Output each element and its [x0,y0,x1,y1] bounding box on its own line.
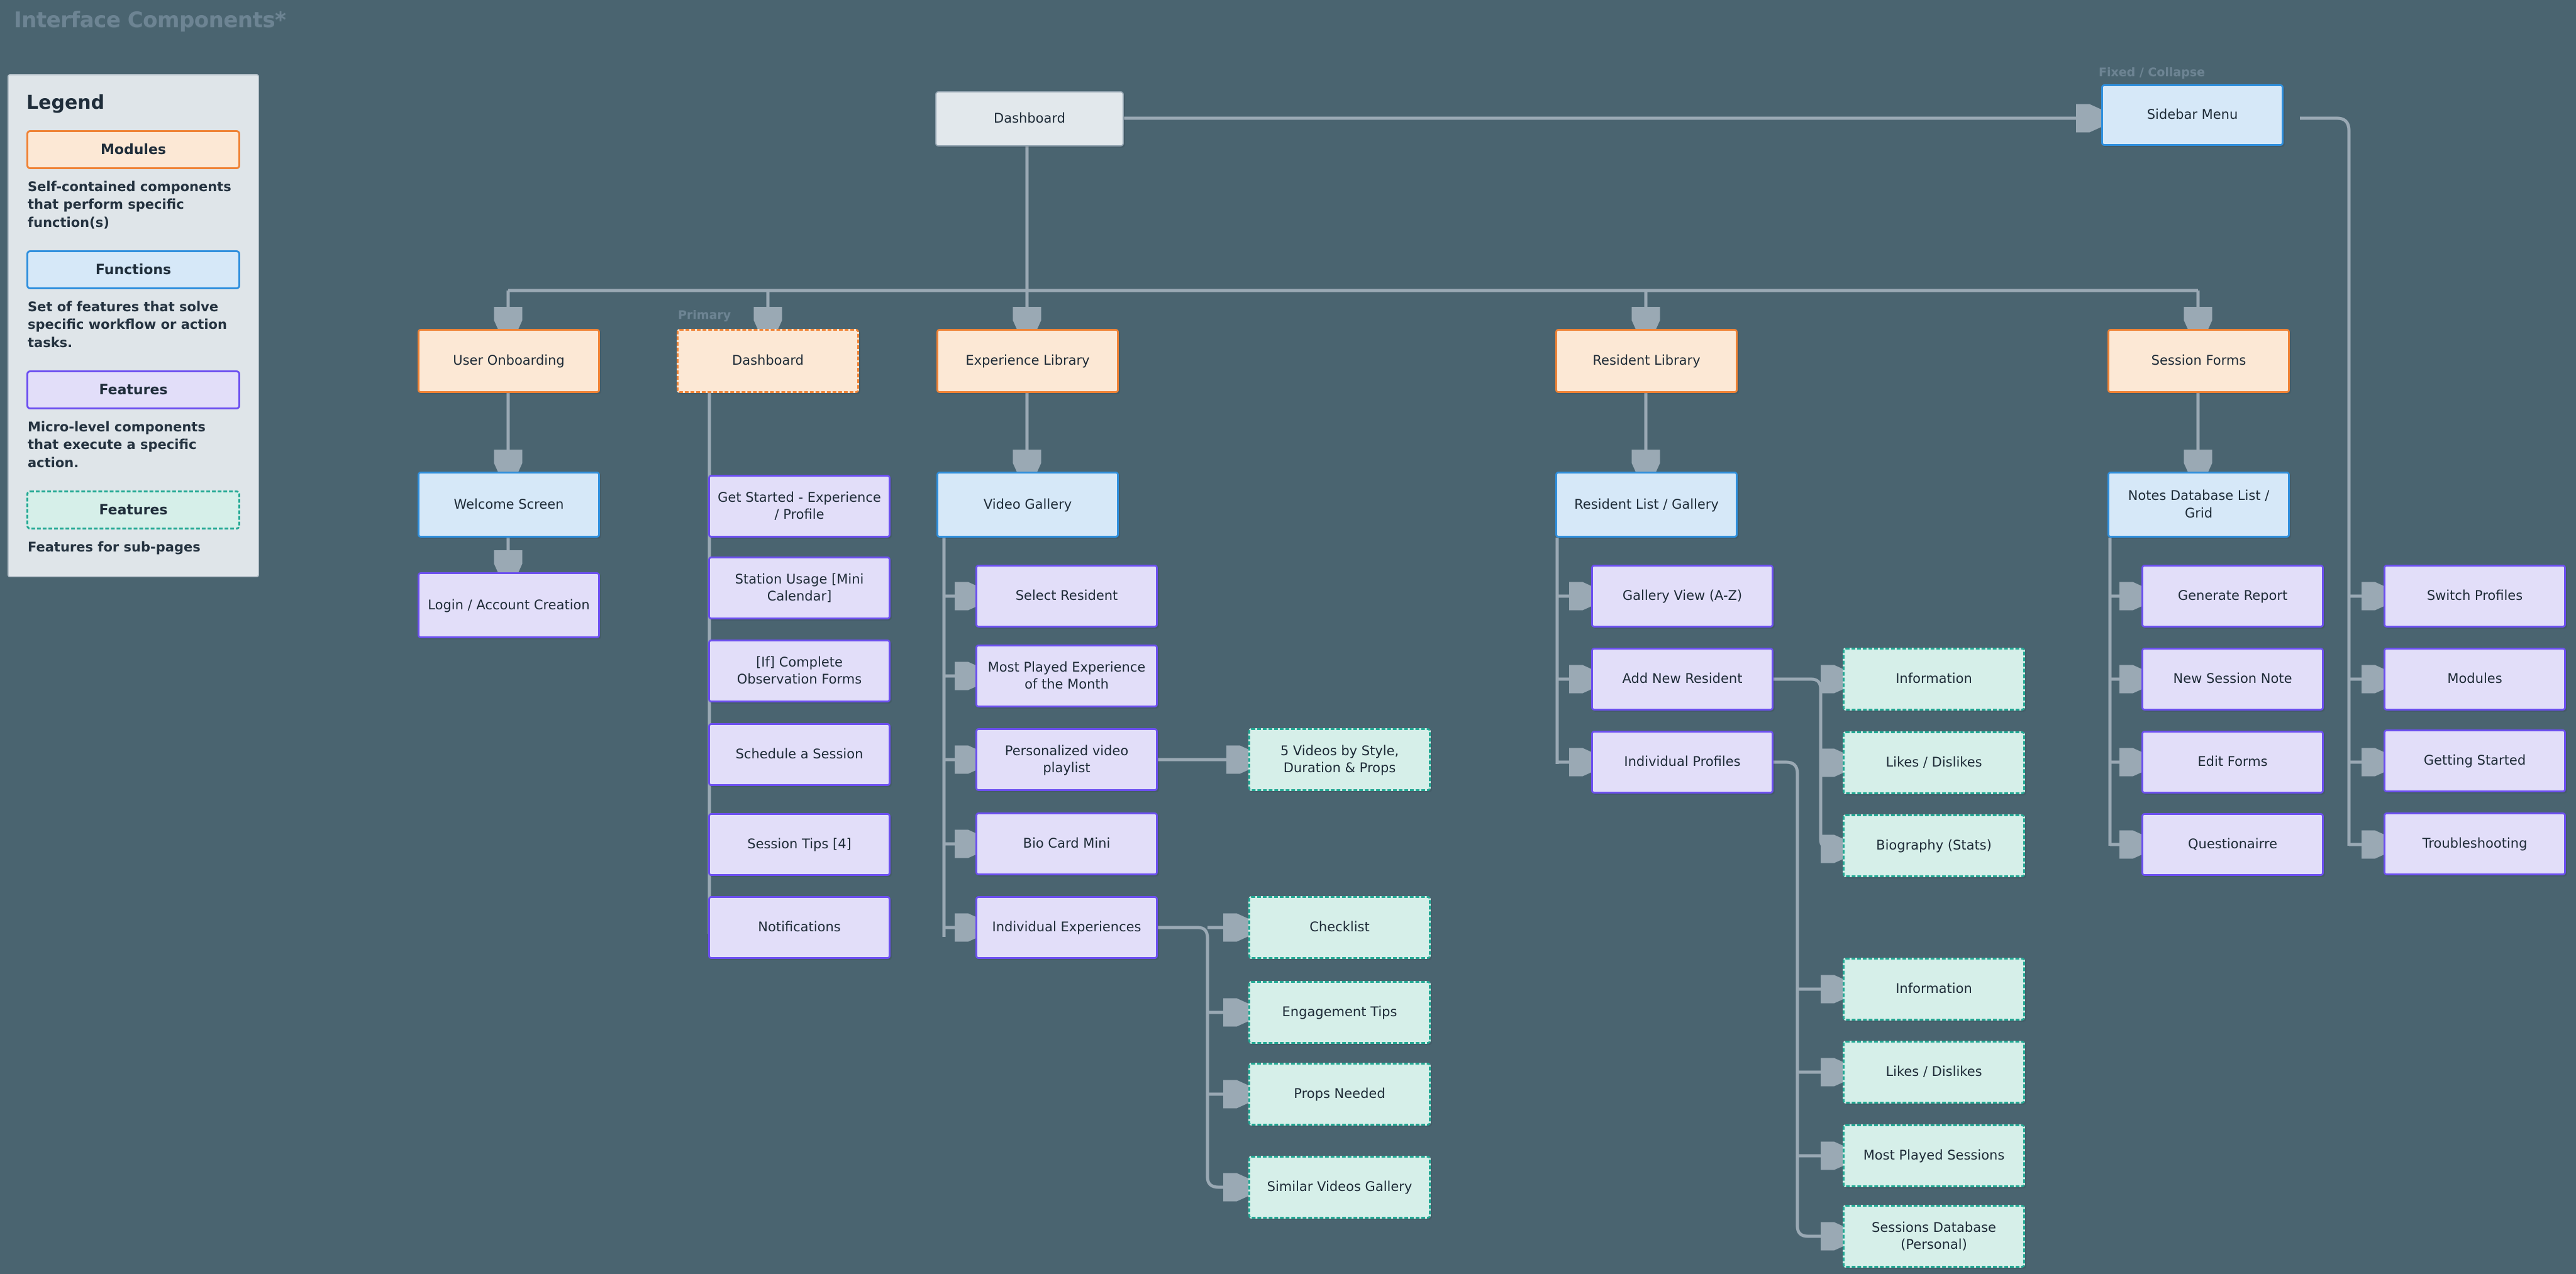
node-module-user-onboarding[interactable]: User Onboarding [418,329,600,393]
node-sidebar-modules[interactable]: Modules [2384,648,2566,711]
node-select-resident[interactable]: Select Resident [975,565,1158,628]
node-individual-profiles[interactable]: Individual Profiles [1591,731,1774,794]
node-session-tips[interactable]: Session Tips [4] [708,813,891,876]
legend-chip-functions: Functions [26,250,240,290]
node-add-new-resident[interactable]: Add New Resident [1591,648,1774,711]
node-root-dashboard[interactable]: Dashboard [935,91,1124,147]
node-resident-likes-dislikes[interactable]: Likes / Dislikes [1843,731,2025,794]
node-complete-observation-forms[interactable]: [If] Complete Observation Forms [708,640,891,702]
node-module-resident-library[interactable]: Resident Library [1555,329,1738,393]
node-individual-experiences[interactable]: Individual Experiences [975,896,1158,959]
node-sidebar-menu[interactable]: Sidebar Menu [2101,84,2284,146]
legend-heading: Legend [26,92,105,114]
node-profile-likes-dislikes[interactable]: Likes / Dislikes [1843,1041,2025,1104]
node-login-account-creation[interactable]: Login / Account Creation [418,572,600,638]
node-get-started-experience-profile[interactable]: Get Started - Experience / Profile [708,475,891,538]
node-props-needed[interactable]: Props Needed [1248,1063,1431,1126]
node-video-gallery[interactable]: Video Gallery [936,472,1119,538]
node-station-usage-mini-calendar[interactable]: Station Usage [Mini Calendar] [708,557,891,619]
legend-panel: Legend Modules Self-contained components… [8,74,259,577]
node-resident-biography-stats[interactable]: Biography (Stats) [1843,814,2025,877]
node-5-videos-by-style[interactable]: 5 Videos by Style, Duration & Props [1248,728,1431,791]
legend-chip-subfeatures: Features [26,490,240,530]
legend-desc-modules: Self-contained components that perform s… [28,179,231,230]
node-troubleshooting[interactable]: Troubleshooting [2384,812,2566,875]
node-new-session-note[interactable]: New Session Note [2141,648,2324,711]
edge-label-primary: Primary [678,308,731,322]
node-getting-started[interactable]: Getting Started [2384,729,2566,792]
legend-desc-features: Micro-level components that execute a sp… [28,419,206,470]
node-notes-database-list-grid[interactable]: Notes Database List / Grid [2107,472,2290,538]
node-checklist[interactable]: Checklist [1248,896,1431,959]
page-title: Interface Components* [14,8,286,33]
node-switch-profiles[interactable]: Switch Profiles [2384,565,2566,628]
node-welcome-screen[interactable]: Welcome Screen [418,472,600,538]
node-profile-information[interactable]: Information [1843,958,2025,1021]
node-sessions-database-personal[interactable]: Sessions Database (Personal) [1843,1205,2025,1268]
legend-desc-subfeatures: Features for sub-pages [28,540,201,555]
node-most-played-experience[interactable]: Most Played Experience of the Month [975,645,1158,707]
edge-label-fixed-collapse: Fixed / Collapse [2099,65,2206,79]
node-personalized-video-playlist[interactable]: Personalized video playlist [975,728,1158,791]
node-notifications[interactable]: Notifications [708,896,891,959]
node-generate-report[interactable]: Generate Report [2141,565,2324,628]
node-gallery-view-a-z[interactable]: Gallery View (A-Z) [1591,565,1774,628]
legend-chip-modules: Modules [26,130,240,169]
node-most-played-sessions[interactable]: Most Played Sessions [1843,1124,2025,1187]
node-resident-list-gallery[interactable]: Resident List / Gallery [1555,472,1738,538]
node-engagement-tips[interactable]: Engagement Tips [1248,981,1431,1044]
node-module-dashboard[interactable]: Dashboard [677,329,859,393]
legend-chip-features: Features [26,370,240,410]
legend-desc-functions: Set of features that solve specific work… [28,299,227,350]
node-bio-card-mini[interactable]: Bio Card Mini [975,812,1158,875]
node-module-experience-library[interactable]: Experience Library [936,329,1119,393]
node-edit-forms[interactable]: Edit Forms [2141,731,2324,794]
node-resident-information[interactable]: Information [1843,648,2025,711]
node-schedule-a-session[interactable]: Schedule a Session [708,723,891,786]
node-questionairre[interactable]: Questionairre [2141,813,2324,876]
node-module-session-forms[interactable]: Session Forms [2107,329,2290,393]
node-similar-videos-gallery[interactable]: Similar Videos Gallery [1248,1156,1431,1219]
